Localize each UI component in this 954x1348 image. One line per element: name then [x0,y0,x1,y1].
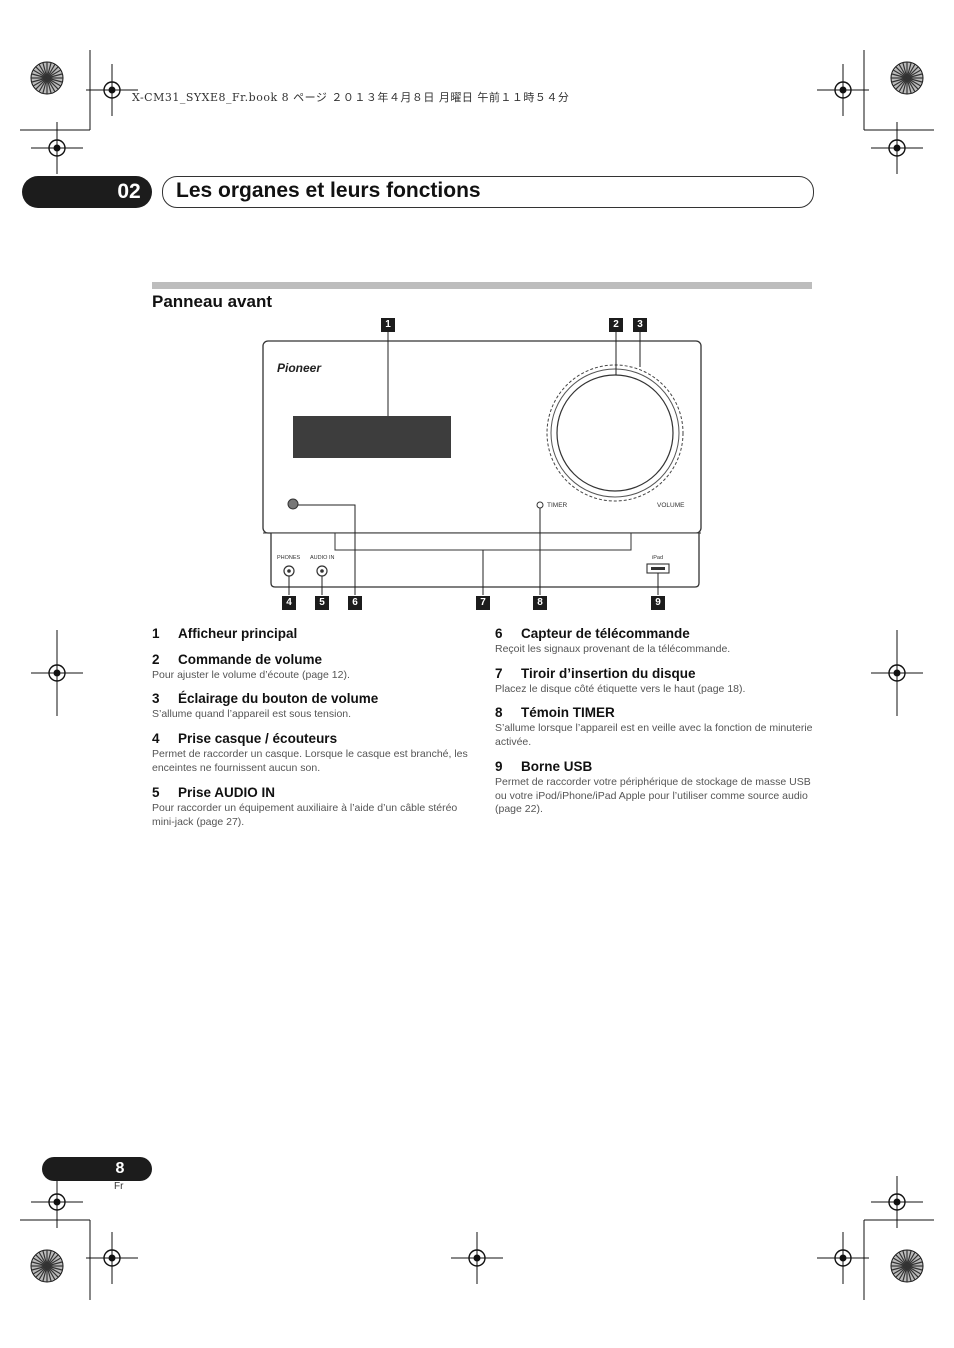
item-description: Pour raccorder un équipement auxiliaire … [152,802,458,828]
item-number: 7 [495,666,503,681]
color-star-icon [890,1249,924,1283]
list-item: 9 Borne USB Permet de raccorder votre pér… [495,759,813,817]
list-item: 4 Prise casque / écouteurs Permet de racc… [152,731,470,775]
item-description: S’allume quand l’appareil est sous tensi… [152,708,352,720]
callout-2: 2 [609,318,623,332]
item-number: 1 [152,626,160,641]
list-item: 7 Tiroir d’insertion du disque Placez le … [495,666,813,697]
brand-logo: Pioneer [277,361,322,375]
main-display [293,416,451,458]
item-title: Témoin TIMER [521,705,615,720]
registration-target-icon [817,1232,869,1284]
section-title: Panneau avant [152,292,272,311]
list-item: 1 Afficheur principal [152,626,470,642]
item-title: Tiroir d’insertion du disque [521,666,696,681]
volume-label: VOLUME [657,502,685,509]
registration-target-icon [871,1176,923,1228]
chapter-title-frame [162,176,814,208]
item-title: Capteur de télécommande [521,626,690,641]
registration-target-icon [817,64,869,116]
chapter-title: Les organes et leurs fonctions [176,179,481,202]
item-title: Prise casque / écouteurs [178,731,338,746]
registration-target-icon [451,1232,503,1284]
list-item: 8 Témoin TIMER S’allume lorsque l’apparei… [495,705,813,749]
audio-in-label: AUDIO IN [310,555,334,561]
item-number: 9 [495,759,503,774]
item-description: S’allume lorsque l’appareil est en veill… [495,722,813,748]
phones-label: PHONES [277,555,301,561]
item-title: Borne USB [521,759,593,774]
item-description: Permet de raccorder votre périphérique d… [495,776,811,815]
color-star-icon [30,1249,64,1283]
item-number: 6 [495,626,503,641]
item-number: 5 [152,785,160,800]
volume-ring [546,364,684,502]
item-number: 8 [495,705,503,720]
callout-9: 9 [651,596,665,610]
callout-3: 3 [633,318,647,332]
item-title: Prise AUDIO IN [178,785,276,800]
color-star-icon [30,61,64,95]
registration-target-icon [86,64,138,116]
callout-7: 7 [476,596,490,610]
callout-8: 8 [533,596,547,610]
callout-1: 1 [381,318,395,332]
remote-sensor [287,498,299,510]
item-title: Afficheur principal [178,626,298,641]
item-title: Éclairage du bouton de volume [178,691,379,706]
registration-target-icon [871,122,923,174]
list-item: 2 Commande de volume Pour ajuster le volu… [152,652,470,683]
page-language: Fr [114,1181,124,1192]
registration-target-icon [86,1232,138,1284]
front-panel-diagram: Pioneer TIMER VOLUME PHONES AUDIO IN iPa… [262,332,702,595]
timer-led [536,501,544,509]
callout-6: 6 [348,596,362,610]
chapter-number: 02 [117,180,141,203]
callout-5: 5 [315,596,329,610]
callout-4: 4 [282,596,296,610]
item-number: 3 [152,691,160,706]
item-number: 4 [152,731,160,746]
item-number: 2 [152,652,160,667]
item-description: Placez le disque côté étiquette vers le … [495,683,746,695]
registration-target-icon [31,122,83,174]
disc-tray-slot [334,532,632,551]
item-title: Commande de volume [178,652,323,667]
list-item: 3 Éclairage du bouton de volume S’allume … [152,691,470,722]
item-description: Permet de raccorder un casque. Lorsque l… [152,748,468,774]
registration-target-icon [31,1176,83,1228]
item-description: Reçoit les signaux provenant de la téléc… [495,643,731,655]
timer-label: TIMER [547,502,568,509]
page-number: 8 [115,1160,125,1177]
chapter-badge [22,176,152,208]
section-bar [152,282,812,289]
book-info-line: X-CM31_SYXE8_Fr.book 8 ページ ２０１３年４月８日 月曜日… [132,91,570,104]
page-number-badge [42,1157,152,1181]
volume-knob [556,374,674,492]
item-description: Pour ajuster le volume d’écoute (page 12… [152,669,350,681]
list-item: 5 Prise AUDIO IN Pour raccorder un équipe… [152,785,470,829]
list-item: 6 Capteur de télécommande Reçoit les sign… [495,626,813,657]
color-star-icon [890,61,924,95]
ipad-label: iPad [652,555,663,561]
